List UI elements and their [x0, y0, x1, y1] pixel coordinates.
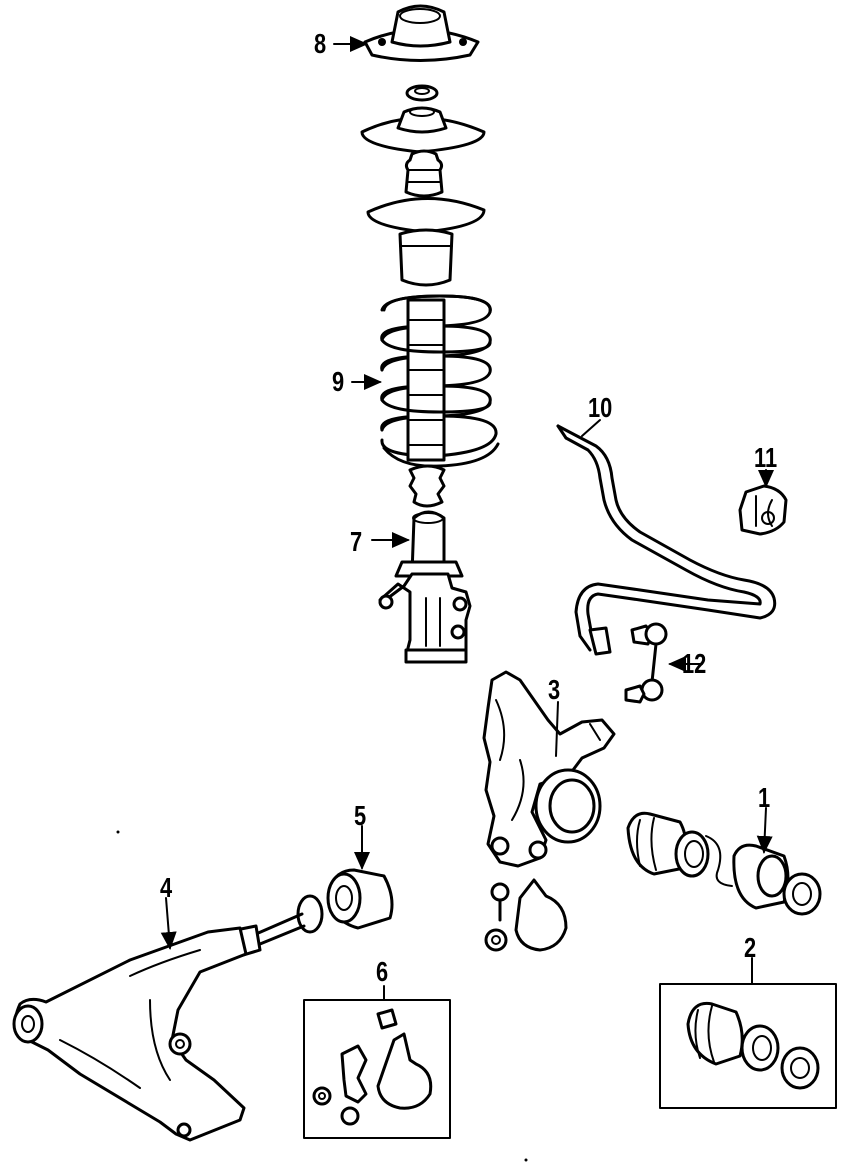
steering-knuckle: [482, 670, 616, 868]
knuckle-ball-joint: [484, 878, 568, 952]
control-arm-bushing: [326, 868, 394, 930]
stabilizer-bushing: [738, 484, 788, 536]
dust-boot: [408, 464, 446, 508]
ball-joint-kit: [312, 1008, 433, 1126]
stray-dot: [524, 1158, 528, 1162]
bump-stop: [404, 149, 444, 198]
boot-kit: [686, 1001, 820, 1090]
callout-9: 9: [332, 366, 345, 397]
boot-kit-box: [659, 983, 837, 1109]
callout-1: 1: [758, 782, 771, 813]
strut-assembly: [378, 510, 472, 664]
callout-4: 4: [160, 872, 173, 903]
bearing-plate: [360, 106, 486, 154]
mount-nut: [405, 84, 439, 102]
strut-mount: [363, 4, 480, 62]
lower-control-arm: [12, 894, 324, 1142]
stray-dot: [116, 830, 120, 834]
callout-5: 5: [354, 800, 367, 831]
coil-spring: [380, 294, 500, 468]
leader-10: [581, 419, 601, 437]
leader-4: [160, 897, 177, 950]
callout-7: 7: [350, 526, 363, 557]
leader-3: [555, 701, 559, 757]
leader-1: [756, 807, 773, 854]
callout-3: 3: [548, 674, 561, 705]
callout-12: 12: [682, 648, 707, 679]
stabilizer-link: [624, 622, 668, 704]
callout-8: 8: [314, 28, 327, 59]
callout-6: 6: [376, 956, 389, 987]
callout-10: 10: [588, 392, 613, 423]
cv-boot-assembly: [626, 811, 822, 916]
spring-seat: [366, 197, 486, 287]
callout-11: 11: [754, 442, 778, 473]
stabilizer-bar: [556, 424, 777, 656]
ball-joint-kit-box: [303, 999, 451, 1139]
callout-2: 2: [744, 932, 757, 963]
